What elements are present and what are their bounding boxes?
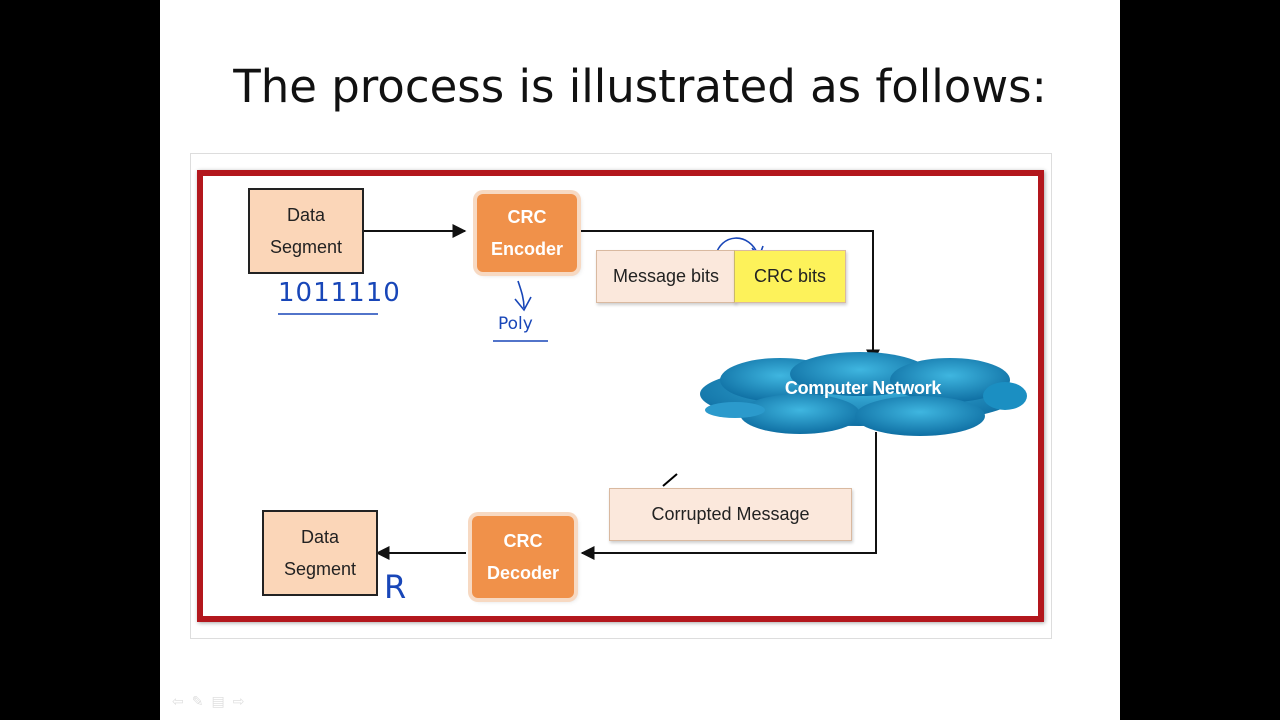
computer-network-label: Computer Network [784,378,942,398]
pen-down-arrow [517,280,525,309]
computer-network-cloud [700,352,1027,436]
crc-decoder: CRC Decoder [472,516,574,598]
annotation-remainder: R [384,568,407,606]
data-segment-sender-line1: Data [286,205,326,225]
data-segment-sender-line2: Segment [269,237,343,257]
data-segment-sender: Data Segment [248,188,364,274]
annotation-poly: Poly [498,314,533,334]
diagram-graphics [278,224,1027,560]
slide-nav-icons: ⇦✎▤⇨ [172,693,253,709]
slide: The process is illustrated as follows: [160,0,1120,720]
crc-bits-label: CRC bits [753,266,826,286]
arrow-encoder-to-network [580,230,880,364]
slide-title: The process is illustrated as follows: [233,60,1047,113]
annotation-bits: 1011110 [278,278,401,308]
crc-encoder: CRC Encoder [477,194,577,272]
crc-encoder-line1: CRC [507,207,547,227]
crc-encoder-line2: Encoder [490,239,564,259]
crc-decoder-line1: CRC [503,531,543,551]
crc-decoder-line2: Decoder [486,563,560,583]
data-segment-receiver: Data Segment [262,510,378,596]
data-segment-receiver-line1: Data [300,527,340,547]
data-segment-receiver-line2: Segment [283,559,357,579]
message-bits-box: Message bits [596,250,736,303]
pen-tick [662,473,678,487]
message-bits-label: Message bits [612,266,720,286]
pen-down-arrow-head [514,296,532,312]
corrupted-message-label: Corrupted Message [651,504,810,524]
corrupted-message-box: Corrupted Message [609,488,852,541]
crc-bits-box: CRC bits [734,250,846,303]
arrow-network-to-decoder [580,432,877,560]
